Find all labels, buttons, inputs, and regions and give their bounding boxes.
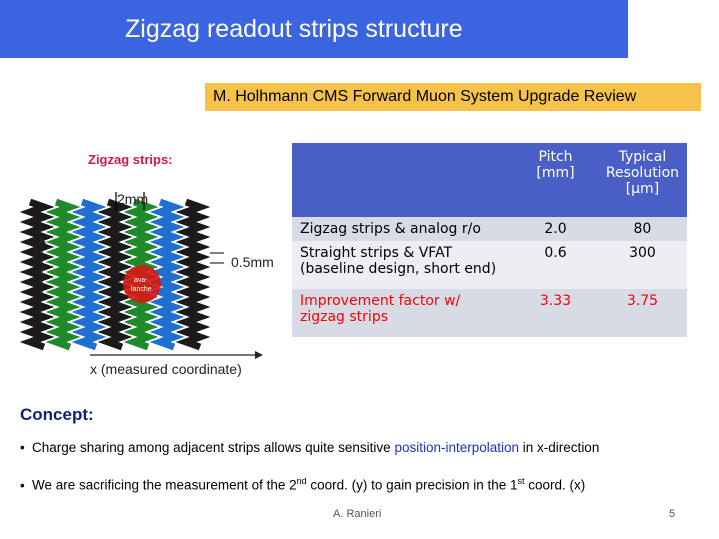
zigzag-strip xyxy=(149,198,185,351)
subtitle-box: M. Holhmann CMS Forward Muon System Upgr… xyxy=(205,83,701,111)
bullet-dot: • xyxy=(20,440,25,455)
bullet1-highlight: position-interpolation xyxy=(394,440,520,455)
zigzag-strip xyxy=(45,198,81,351)
zigzag-strip xyxy=(71,198,107,351)
zigzag-figure xyxy=(20,192,263,359)
avalanche-label-1: ava- xyxy=(134,277,148,284)
row-resolution: 80 xyxy=(597,217,687,241)
bullet2-sup1: nd xyxy=(296,476,307,486)
zigzag-strip xyxy=(20,198,55,351)
x-label: x (measured coordinate) xyxy=(90,361,242,377)
bullet2-b: coord. (y) to gain precision in the 1 xyxy=(306,477,518,493)
row-pitch: 2.0 xyxy=(513,217,598,241)
table-row: Zigzag strips & analog r/o 2.0 80 xyxy=(292,217,687,241)
table-row: Improvement factor w/ zigzag strips 3.33… xyxy=(292,289,687,337)
concept-bullet: • We are sacrificing the measurement of t… xyxy=(20,476,585,493)
bullet1-pre: Charge sharing among adjacent strips all… xyxy=(32,440,395,455)
pitch-label: 0.5mm xyxy=(231,254,274,270)
avalanche-circle xyxy=(123,265,161,303)
page-number: 5 xyxy=(669,508,676,520)
table-row: Straight strips & VFAT (baseline design,… xyxy=(292,241,687,289)
zigzag-strip xyxy=(97,198,133,351)
bullet1-post: in x-direction xyxy=(519,440,600,455)
row-label: Zigzag strips & analog r/o xyxy=(292,217,514,241)
width-label: 2mm xyxy=(117,191,149,207)
zigzag-strips xyxy=(20,198,211,351)
comparison-table: Pitch [mm] Typical Resolution [µm] Zigza… xyxy=(292,143,687,337)
row-resolution: 3.75 xyxy=(597,289,687,337)
bullet-dot: • xyxy=(20,477,25,493)
row-resolution: 300 xyxy=(597,241,687,289)
row-label: Improvement factor w/ zigzag strips xyxy=(292,289,514,337)
title-bar: Zigzag readout strips structure xyxy=(0,0,628,58)
avalanche-label-2: lanche xyxy=(131,286,152,293)
slide-title: Zigzag readout strips structure xyxy=(125,15,463,43)
bullet2-sup2: st xyxy=(517,476,525,486)
slide-subtitle: M. Holhmann CMS Forward Muon System Upgr… xyxy=(213,88,637,105)
header-pitch: Pitch [mm] xyxy=(513,143,598,217)
row-pitch: 0.6 xyxy=(513,241,598,289)
header-label xyxy=(292,143,514,217)
bullet2-c: coord. (x) xyxy=(524,477,586,493)
table-header-row: Pitch [mm] Typical Resolution [µm] xyxy=(292,143,687,217)
row-label: Straight strips & VFAT (baseline design,… xyxy=(292,241,514,289)
footer-author: A. Ranieri xyxy=(333,508,382,520)
row-pitch: 3.33 xyxy=(513,289,598,337)
figure-title: Zigzag strips: xyxy=(88,152,173,167)
zigzag-strip xyxy=(175,198,211,351)
concept-bullet: • Charge sharing among adjacent strips al… xyxy=(20,440,599,455)
header-resolution: Typical Resolution [µm] xyxy=(597,143,687,217)
bullet2-a: We are sacrificing the measurement of th… xyxy=(32,477,297,493)
concept-title: Concept: xyxy=(20,405,94,424)
y-label: y xyxy=(32,246,38,260)
